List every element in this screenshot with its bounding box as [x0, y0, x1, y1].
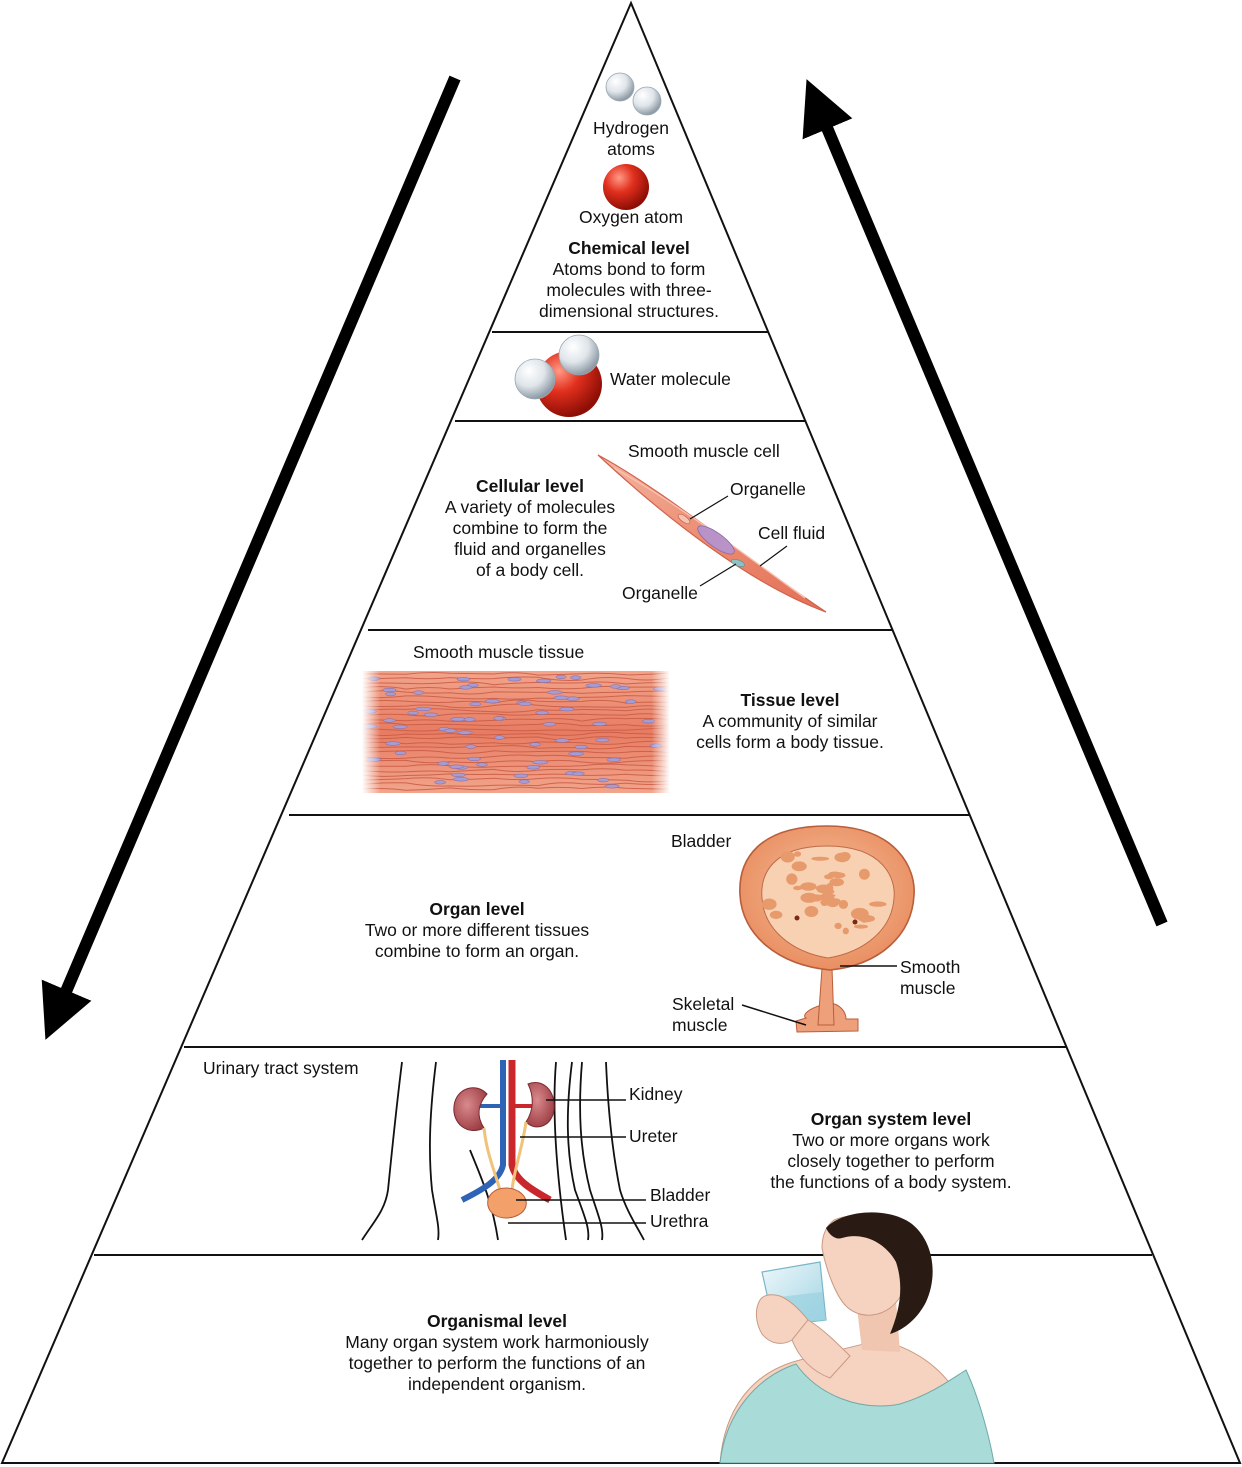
bladder-texture-spot — [869, 901, 887, 907]
bladder-texture-spot — [826, 899, 839, 908]
urinary-bladder-label: Bladder — [650, 1185, 711, 1205]
bladder-texture-spot — [859, 868, 870, 880]
tissue-level-block: Tissue level A community of similar cell… — [696, 690, 884, 753]
organismal-level-description: Many organ system work harmoniously toge… — [345, 1332, 649, 1394]
smooth-muscle-cell-label: Smooth muscle cell — [628, 441, 780, 461]
arrow-up-right — [802, 79, 1168, 927]
cellular-level-description: A variety of molecules combine to form t… — [444, 497, 616, 580]
bladder-texture-spot — [769, 910, 783, 920]
organ-system-level-description: Two or more organs work closely together… — [770, 1130, 1012, 1192]
organismal-level-block: Organismal level Many organ system work … — [345, 1311, 648, 1395]
organelle-label-top: Organelle — [730, 479, 806, 499]
bladder-texture-spot — [834, 922, 842, 930]
ureter-label: Ureter — [629, 1126, 678, 1146]
smooth-muscle-cell-illustration — [597, 454, 827, 613]
chemical-level-description: Atoms bond to form molecules with three-… — [539, 259, 719, 321]
arrow-down-left — [41, 75, 461, 1040]
skeletal-muscle-label: Skeletal muscle — [672, 994, 735, 1035]
bladder-organ-illustration — [739, 825, 915, 1033]
organ-level-description: Two or more different tissues combine to… — [364, 920, 590, 961]
chemical-level-title: Chemical level — [568, 238, 690, 258]
bladder-texture-spot — [815, 884, 833, 893]
cellular-level-title: Cellular level — [476, 476, 584, 496]
bladder-texture-spot — [793, 851, 802, 857]
bladder-texture-spot — [791, 861, 807, 872]
bladder-texture-spot — [811, 856, 830, 861]
bladder-texture-spot — [800, 892, 818, 903]
bladder-texture-spot — [854, 924, 868, 929]
smooth-muscle-tissue-illustration — [361, 671, 671, 793]
bladder-texture-spot — [793, 885, 803, 891]
urinary-tract-illustration — [361, 1060, 646, 1241]
bladder-texture-spot — [761, 898, 777, 910]
organismal-level-title: Organismal level — [426, 1311, 568, 1331]
organ-level-title: Organ level — [429, 899, 525, 919]
oxygen-atom-label: Oxygen atom — [578, 207, 684, 227]
bladder-texture-spot — [829, 878, 844, 887]
bladder-texture-spot — [838, 899, 849, 909]
bladder-texture-spot — [800, 882, 817, 891]
water-molecule-illustration — [514, 334, 602, 417]
hydrogen-atoms-label: Hydrogen atoms — [593, 118, 669, 159]
water-molecule-label: Water molecule — [610, 369, 731, 389]
smooth-muscle-label: Smooth muscle — [900, 957, 961, 998]
woman-drinking-illustration — [719, 1212, 995, 1464]
bladder-texture-spot — [780, 851, 795, 863]
bladder-texture-spot — [786, 873, 798, 885]
bladder-texture-spot — [858, 915, 875, 923]
bladder-texture-spot — [820, 893, 836, 898]
bladder-label: Bladder — [671, 831, 732, 851]
organ-system-level-block: Organ system level Two or more organs wo… — [770, 1109, 1011, 1193]
organ-system-level-title: Organ system level — [810, 1109, 972, 1129]
cell-fluid-label: Cell fluid — [758, 523, 826, 543]
urethra-label: Urethra — [650, 1211, 709, 1231]
chemical-level-block: Chemical level Atoms bond to form molecu… — [539, 238, 719, 322]
kidney-label: Kidney — [629, 1084, 683, 1104]
tissue-level-description: A community of similar cells form a body… — [696, 711, 884, 752]
bladder-texture-spot — [832, 872, 846, 879]
organ-level-block: Organ level Two or more different tissue… — [365, 899, 589, 962]
tissue-level-title: Tissue level — [740, 690, 840, 710]
smooth-muscle-tissue-label: Smooth muscle tissue — [413, 642, 585, 662]
hydrogen-atoms-illustration — [605, 72, 662, 116]
cellular-level-block: Cellular level A variety of molecules co… — [445, 476, 615, 581]
bladder-texture-spot — [842, 927, 849, 935]
bladder-texture-spot — [820, 899, 829, 906]
bladder-texture-spot — [804, 906, 819, 917]
oxygen-atom-illustration — [603, 164, 649, 210]
organelle-label-bottom: Organelle — [622, 583, 698, 603]
urinary-tract-system-label: Urinary tract system — [203, 1058, 359, 1078]
bladder-texture-spot — [834, 852, 850, 863]
